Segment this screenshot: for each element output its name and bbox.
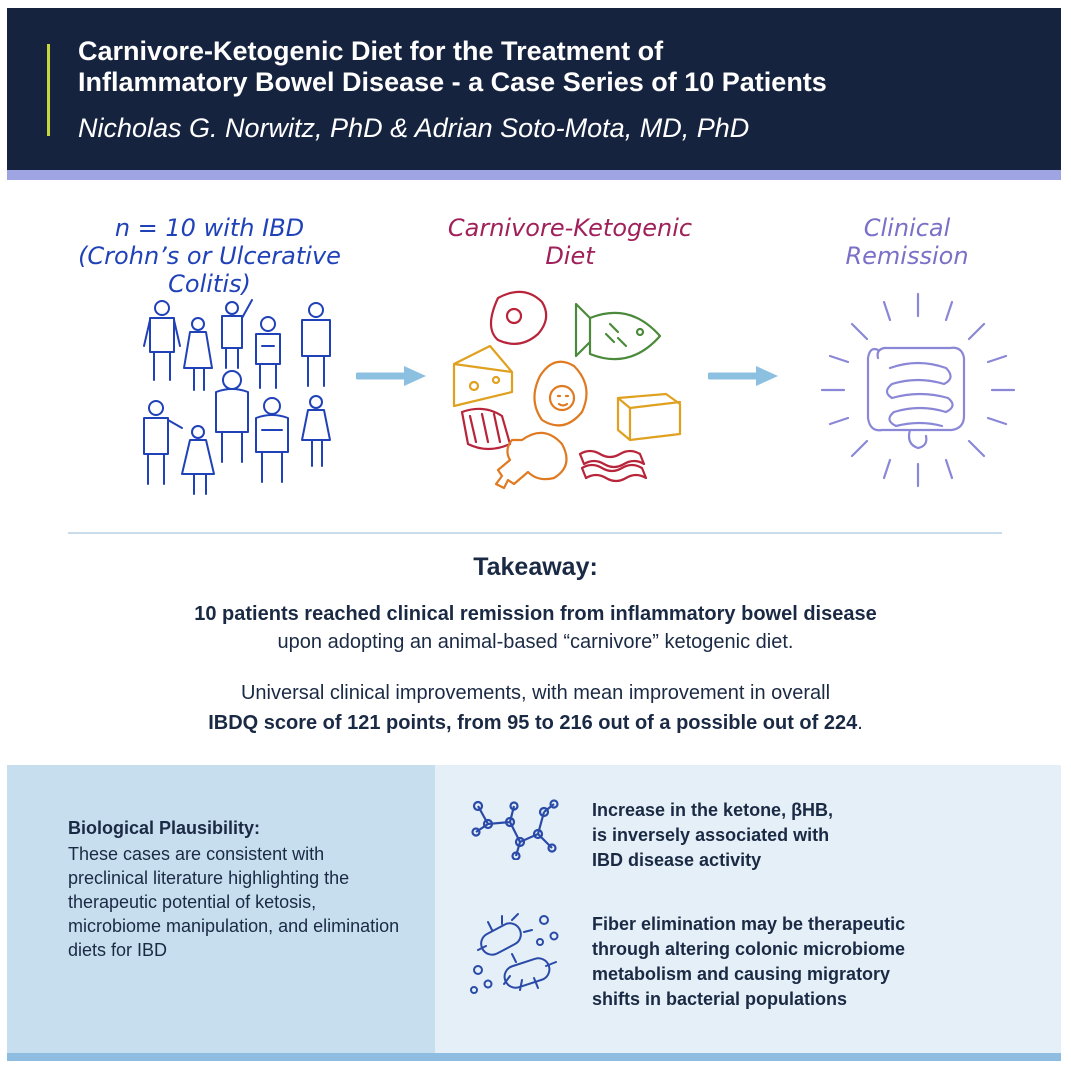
- fact-ketone-line-1: Increase in the ketone, βHB,: [592, 800, 834, 820]
- bottom-strip: [7, 1053, 1061, 1061]
- fact-fiber: Fiber elimination may be therapeutic thr…: [592, 912, 1032, 1012]
- person-figure: [215, 370, 249, 463]
- person-figure: [183, 317, 213, 391]
- header-banner: [7, 8, 1061, 170]
- rectum: [907, 428, 928, 450]
- cheese-icon: [452, 344, 514, 408]
- takeaway-paragraph-1: 10 patients reached clinical remission f…: [0, 600, 1071, 656]
- radiant-rays: [820, 292, 1016, 488]
- chicken-leg-icon: [494, 431, 568, 490]
- large-intestine: [866, 346, 966, 432]
- patients-illustration: [143, 299, 331, 495]
- fact-fiber-line-4: shifts in bacterial populations: [592, 989, 848, 1009]
- takeaway-line-1-rest: upon adopting an animal-based “carnivore…: [277, 631, 794, 653]
- butter-icon: [616, 392, 682, 442]
- person-figure: [255, 397, 289, 483]
- fact-ketone-line-2: is inversely associated with: [592, 825, 830, 845]
- patients-label: n = 10 with IBD (Crohn’s or Ulcerative C…: [52, 214, 367, 298]
- remission-label-line-2: Remission: [845, 242, 969, 270]
- remission-label-line-1: Clinical: [863, 214, 951, 242]
- arrow-right-icon: [356, 366, 426, 386]
- person-figure: [143, 400, 183, 485]
- header-accent-bar: [47, 44, 50, 136]
- takeaway-line-3-end: .: [857, 712, 863, 734]
- person-figure: [143, 300, 181, 381]
- takeaway-title: Takeaway:: [473, 553, 598, 581]
- arrow-right-icon: [708, 366, 778, 386]
- title-line-2: Inflammatory Bowel Disease - a Case Seri…: [78, 67, 827, 97]
- patients-label-line-1: n = 10 with IBD: [114, 214, 305, 242]
- intestine-icon: [820, 292, 1016, 488]
- person-figure: [301, 302, 331, 387]
- title-line-1: Carnivore-Ketogenic Diet for the Treatme…: [78, 36, 664, 66]
- remission-label: Clinical Remission: [822, 214, 992, 270]
- authors: Nicholas G. Norwitz, PhD & Adrian Soto-M…: [78, 113, 750, 143]
- plausibility-panel: [7, 765, 435, 1053]
- person-figure: [301, 395, 331, 467]
- fact-ketone: Increase in the ketone, βHB, is inversel…: [592, 798, 1032, 873]
- diet-label: Carnivore-Ketogenic Diet: [445, 214, 695, 270]
- fact-ketone-line-3: IBD disease activity: [592, 850, 762, 870]
- ribs-icon: [460, 407, 512, 451]
- diet-illustration: [452, 290, 682, 490]
- takeaway-line-1-bold: 10 patients reached clinical remission f…: [194, 603, 877, 625]
- molecule-icon: [471, 799, 559, 860]
- section-divider: [68, 532, 1002, 534]
- egg-icon: [533, 360, 588, 427]
- takeaway-paragraph-2: Universal clinical improvements, with me…: [0, 678, 1071, 738]
- bacteria-icon: [470, 913, 559, 994]
- plausibility-body: These cases are consistent with preclini…: [68, 844, 400, 960]
- fact-fiber-line-1: Fiber elimination may be therapeutic: [592, 914, 906, 934]
- takeaway-line-3-bold: IBDQ score of 121 points, from 95 to 216…: [208, 712, 858, 734]
- small-intestine: [885, 361, 954, 428]
- fact-fiber-line-2: through altering colonic microbiome: [592, 939, 906, 959]
- steak-icon: [489, 290, 548, 345]
- plausibility-title: Biological Plausibility:: [68, 818, 261, 838]
- diet-label-line-1: Carnivore-Ketogenic: [447, 214, 693, 242]
- diet-label-line-2: Diet: [545, 242, 595, 270]
- page-title: Carnivore-Ketogenic Diet for the Treatme…: [78, 36, 1038, 98]
- person-figure: [221, 299, 253, 369]
- person-figure: [255, 316, 281, 389]
- fact-fiber-line-3: metabolism and causing migratory: [592, 964, 891, 984]
- person-figure: [181, 425, 215, 495]
- header-underline: [7, 170, 1061, 180]
- fish-icon: [574, 302, 662, 361]
- bacon-icon: [578, 449, 648, 483]
- takeaway-line-2: Universal clinical improvements, with me…: [240, 682, 831, 704]
- patients-label-line-2: (Crohn’s or Ulcerative Colitis): [78, 242, 341, 298]
